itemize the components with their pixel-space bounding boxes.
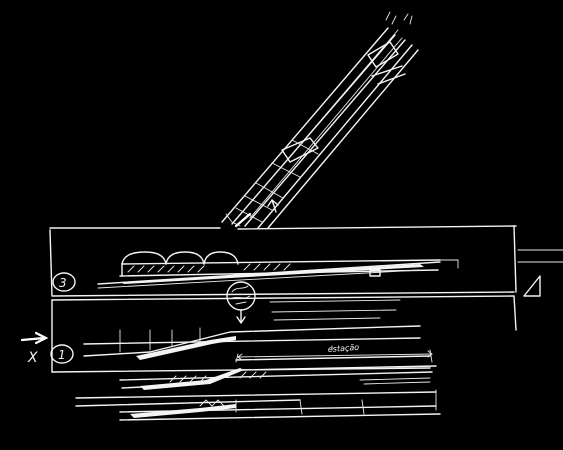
- station-dimension: estação: [237, 343, 433, 361]
- inclined-structure-sketch: [221, 11, 419, 229]
- lower-section-number-badge: 1: [50, 344, 74, 364]
- upper-section-number-badge: 3: [52, 272, 76, 292]
- lower-section-frame: [51, 295, 517, 373]
- lower-stacked-sections: [75, 365, 441, 421]
- station-label: estação: [328, 343, 360, 354]
- upper-section-number: 3: [59, 276, 67, 290]
- lower-section-number: 1: [58, 348, 66, 362]
- upper-section-building: [97, 251, 459, 289]
- upper-section-frame: [49, 225, 563, 297]
- annotation-bubble: [226, 281, 256, 324]
- cross-mark: X: [27, 350, 38, 366]
- entry-arrow: [20, 331, 49, 345]
- lower-section-building: [83, 325, 433, 363]
